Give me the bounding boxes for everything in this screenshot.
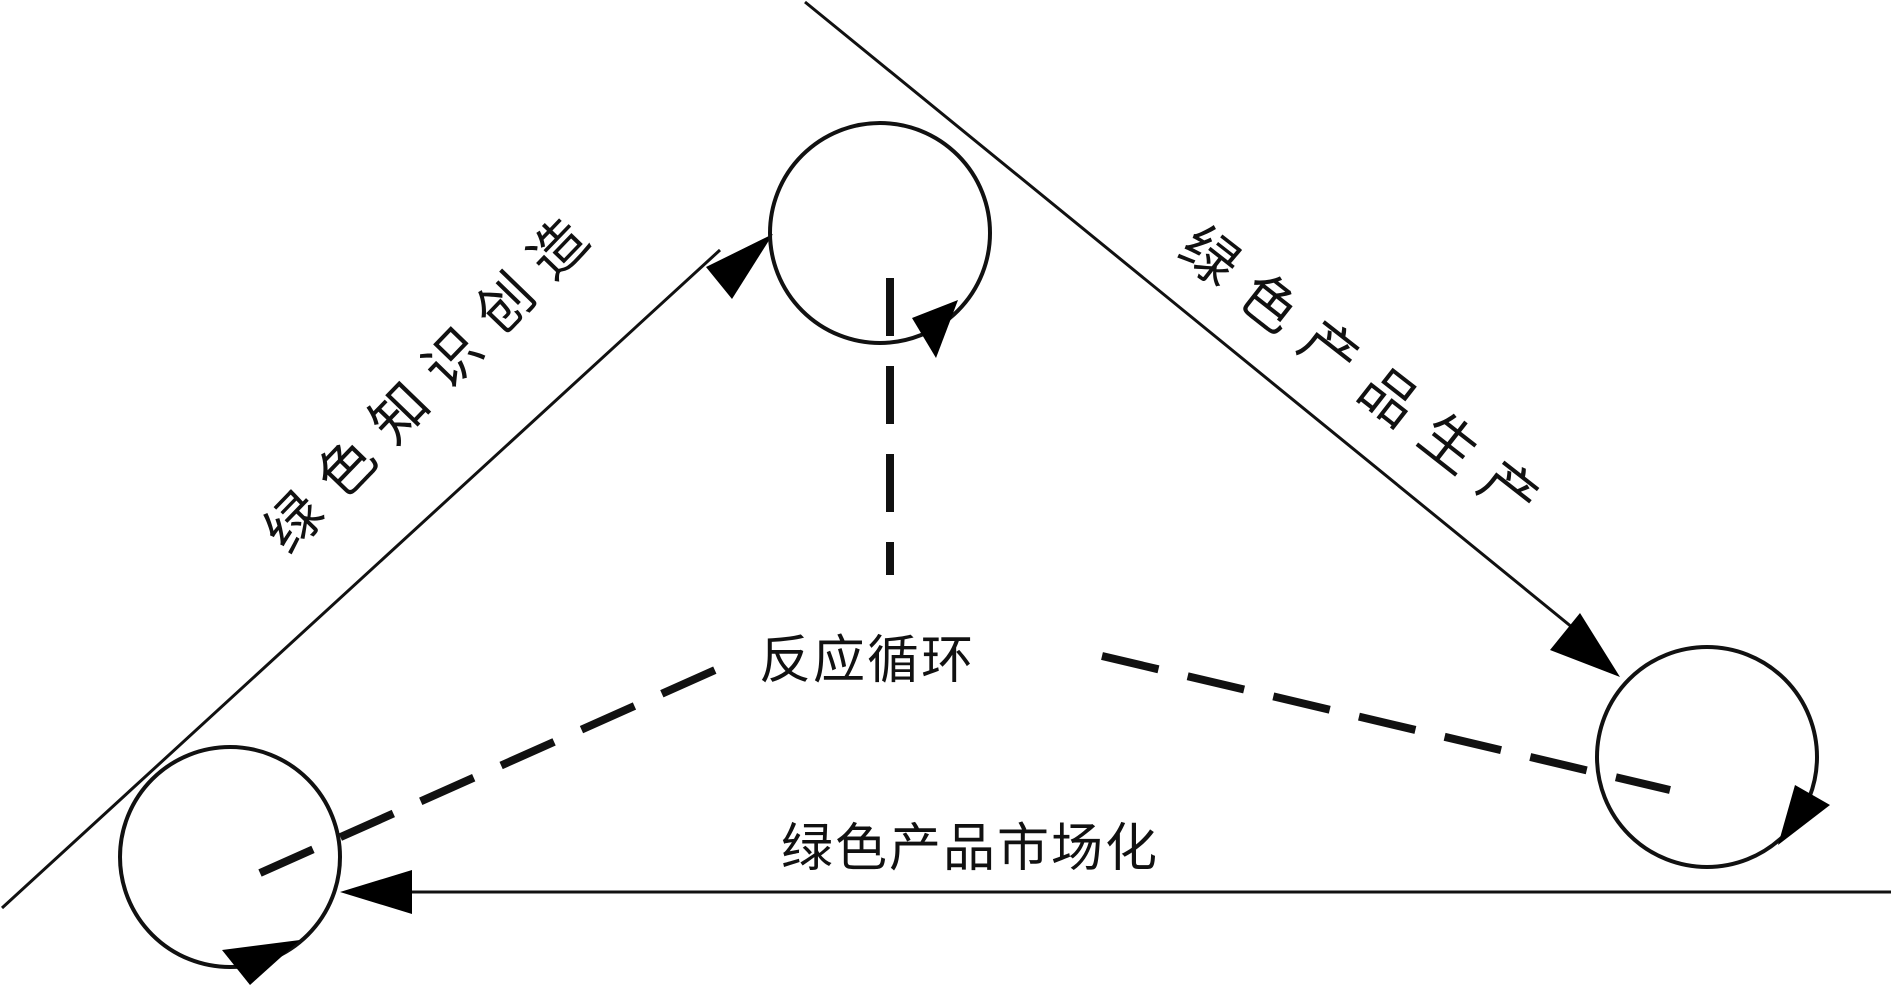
left-node-rotation-arrow [222, 940, 300, 985]
right-edge-line [804, 0, 1601, 652]
dashed-left-line [258, 646, 762, 877]
dashed-right-line [1101, 652, 1671, 794]
top-node-circle [768, 121, 992, 345]
bottom-edge-arrowhead [340, 870, 412, 914]
left-edge-line [0, 248, 722, 910]
right-edge-label: 绿色产品生产 [1167, 214, 1566, 546]
bottom-label-background [742, 815, 1202, 877]
right-node-rotation-arrow [1778, 785, 1830, 845]
right-edge-arrowhead [1550, 613, 1620, 677]
top-node-rotation-arrow [912, 300, 958, 358]
left-edge-label: 绿色知识创造 [252, 193, 616, 566]
left-node-circle [118, 745, 342, 969]
center-label-background [722, 620, 1012, 700]
right-node-circle [1595, 645, 1819, 869]
left-edge-arrowhead [706, 234, 773, 299]
bottom-edge-label: 绿色产品市场化 [781, 819, 1159, 879]
center-label: 反应循环 [759, 631, 975, 691]
